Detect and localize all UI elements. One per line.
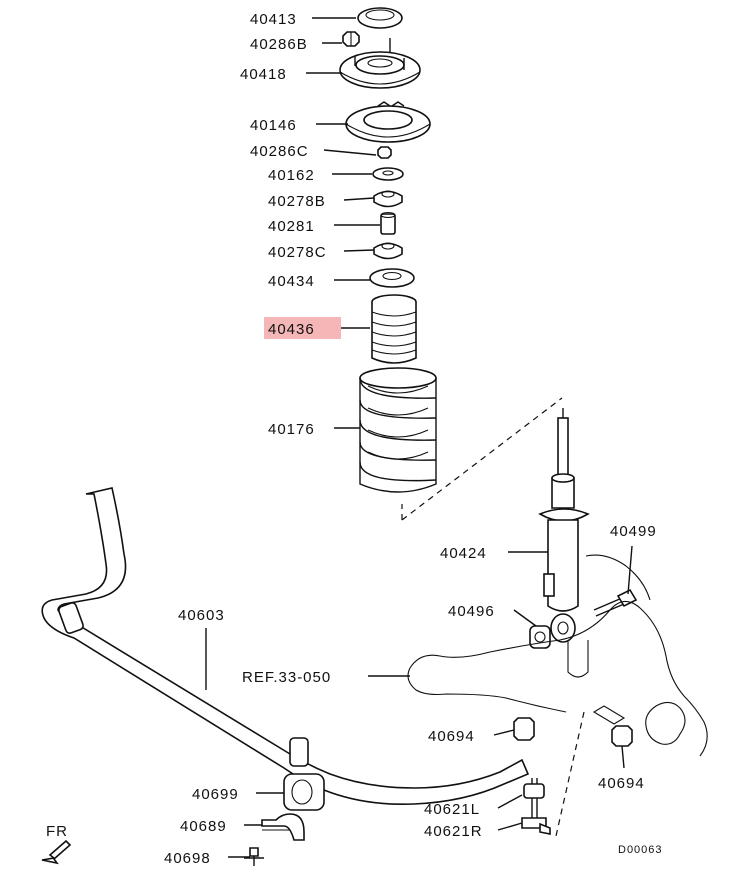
lower-control-arm <box>407 554 708 757</box>
callout-ref-33-050[interactable]: REF.33-050 <box>242 669 331 686</box>
fr-label: FR <box>46 823 68 840</box>
part-40146-insulator <box>345 101 431 143</box>
part-40436-bump-stopper <box>371 294 417 364</box>
part-40418-strut-mount <box>339 38 421 89</box>
callout-40694-lower[interactable]: 40694 <box>598 775 645 792</box>
callout-40286C[interactable]: 40286C <box>250 143 309 160</box>
callout-40176[interactable]: 40176 <box>268 421 315 438</box>
part-40278C-bushing <box>373 242 403 260</box>
part-40621-stabilizer-link <box>521 778 551 835</box>
front-direction-indicator: FR <box>41 823 72 865</box>
leader-lines <box>205 17 633 858</box>
diagram-id: D00063 <box>618 844 663 856</box>
part-40413-dust-cap <box>357 7 403 29</box>
part-40434-spring-seat <box>369 268 415 288</box>
callout-40146[interactable]: 40146 <box>250 117 297 134</box>
callout-40621R[interactable]: 40621R <box>424 823 483 840</box>
callout-40698[interactable]: 40698 <box>164 850 211 867</box>
callout-40281[interactable]: 40281 <box>268 218 315 235</box>
callout-40286B[interactable]: 40286B <box>250 36 308 53</box>
callout-40496[interactable]: 40496 <box>448 603 495 620</box>
part-40286C-nut <box>377 146 392 159</box>
part-40499-bolt <box>593 588 638 617</box>
part-40281-collar <box>380 211 396 235</box>
callout-40162[interactable]: 40162 <box>268 167 315 184</box>
callout-40413[interactable]: 40413 <box>250 11 297 28</box>
callout-40418[interactable]: 40418 <box>240 66 287 83</box>
part-40496-bushing <box>529 625 551 649</box>
part-40278B-bushing <box>373 190 403 208</box>
link-guide <box>555 711 585 837</box>
part-40694-nut-lower <box>611 725 633 747</box>
callout-40499[interactable]: 40499 <box>610 523 657 540</box>
callout-40699[interactable]: 40699 <box>192 786 239 803</box>
callout-40424[interactable]: 40424 <box>440 545 487 562</box>
part-40286B-nut <box>342 31 360 47</box>
part-40699-bushing <box>283 773 325 811</box>
highlight-40436 <box>264 317 341 339</box>
part-40689-bracket <box>261 813 305 841</box>
part-40176-coil-spring <box>359 367 437 493</box>
callout-40278B[interactable]: 40278B <box>268 193 326 210</box>
callout-40694-upper[interactable]: 40694 <box>428 728 475 745</box>
part-40694-nut-upper <box>513 717 535 741</box>
callout-40689[interactable]: 40689 <box>180 818 227 835</box>
part-40424-shock-absorber <box>538 408 590 643</box>
callout-40603[interactable]: 40603 <box>178 607 225 624</box>
part-40162-washer <box>372 167 404 181</box>
callout-40434[interactable]: 40434 <box>268 273 315 290</box>
callout-40621L[interactable]: 40621L <box>424 801 480 818</box>
alignment-guide <box>401 397 563 521</box>
callout-40278C[interactable]: 40278C <box>268 244 327 261</box>
part-40603-stabilizer-bar <box>41 487 530 806</box>
fr-arrow-icon <box>41 839 72 865</box>
callout-40436[interactable]: 40436 <box>268 321 315 338</box>
part-40698-bolt <box>244 847 264 866</box>
